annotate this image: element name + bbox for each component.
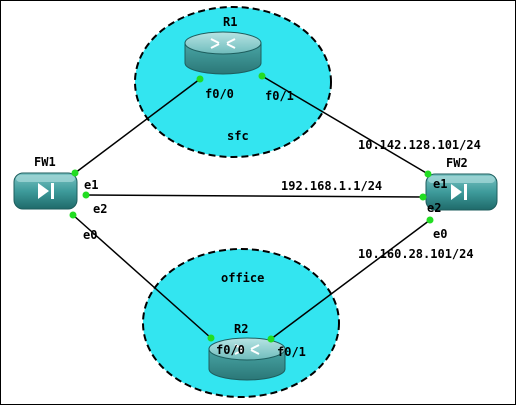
dot-r2-f0-0 <box>207 334 215 342</box>
r1-f0-0-label: f0/0 <box>205 87 234 101</box>
link-r1-fw2 <box>261 75 429 175</box>
fw2-name-label: FW2 <box>446 156 468 170</box>
fw2-e2-label: e2 <box>427 201 441 215</box>
dot-fw2-e1 <box>424 170 432 178</box>
fw2-e0-label: e0 <box>433 227 447 241</box>
dot-fw2-e0 <box>426 216 434 224</box>
fw2-e2-address: 192.168.1.1/24 <box>281 179 382 193</box>
zone-sfc <box>134 6 332 158</box>
link-fw1-fw2 <box>85 194 424 198</box>
dot-r1-f0-0 <box>196 75 204 83</box>
dot-fw1-e2 <box>82 191 90 199</box>
links <box>72 75 431 340</box>
zone-office <box>142 248 340 398</box>
dot-r2-f0-1 <box>267 335 275 343</box>
link-fw1-r2 <box>72 214 212 339</box>
fw2-e1-address: 10.142.128.101/24 <box>358 138 481 152</box>
r2-name-label: R2 <box>234 322 248 336</box>
dot-fw2-e2 <box>419 193 427 201</box>
fw2-e1-label: e1 <box>433 177 447 191</box>
fw1-e1-label: e1 <box>84 178 98 192</box>
fw1-e2-label: e2 <box>93 202 107 216</box>
link-r1-fw1 <box>74 78 201 174</box>
r1-name-label: R1 <box>223 15 237 29</box>
router-r1-icon[interactable] <box>184 31 262 75</box>
link-dots <box>69 72 434 343</box>
r2-f0-0-label: f0/0 <box>216 343 245 357</box>
zone-office-label: office <box>221 271 264 285</box>
r2-f0-1-label: f0/1 <box>277 345 306 359</box>
router-r2-icon[interactable] <box>208 337 286 381</box>
fw1-e0-label: e0 <box>83 228 97 242</box>
dot-fw1-e1 <box>71 169 79 177</box>
dot-fw1-e0 <box>69 211 77 219</box>
dot-r1-f0-1 <box>258 72 266 80</box>
firewall-fw2-icon[interactable] <box>425 173 498 211</box>
r1-f0-1-label: f0/1 <box>265 89 294 103</box>
link-fw2-r2 <box>270 219 431 340</box>
zone-sfc-label: sfc <box>227 129 249 143</box>
fw1-name-label: FW1 <box>34 155 56 169</box>
fw2-e0-address: 10.160.28.101/24 <box>358 247 474 261</box>
firewall-fw1-icon[interactable] <box>13 172 78 210</box>
